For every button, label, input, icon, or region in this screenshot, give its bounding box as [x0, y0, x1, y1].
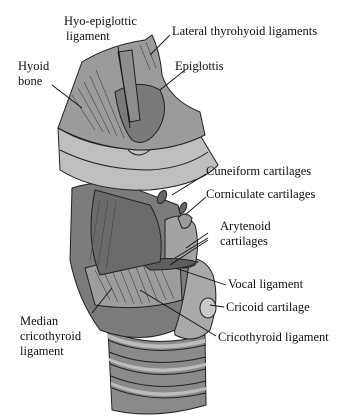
- label-median-line1: Median: [20, 314, 59, 328]
- label-cricothyroid: Cricothyroid ligament: [218, 330, 329, 344]
- label-cricoid: Cricoid cartilage: [226, 300, 310, 314]
- label-vocal-ligament: Vocal ligament: [228, 277, 304, 291]
- label-arytenoid-line2: cartilages: [220, 234, 268, 248]
- label-lateral-thyrohyoid: Lateral thyrohyoid ligaments: [172, 24, 317, 38]
- trachea: [108, 330, 206, 414]
- label-cuneiform: Cuneiform cartilages: [206, 164, 311, 178]
- label-arytenoid-line1: Arytenoid: [220, 219, 271, 233]
- label-median-line3: ligament: [20, 344, 64, 358]
- label-hyo-epiglottic-line2: ligament: [66, 29, 110, 43]
- cricoid-facet: [200, 298, 216, 318]
- label-median-line2: cricothyroid: [20, 329, 82, 343]
- label-hyoid-line1: Hyoid: [18, 59, 50, 73]
- label-hyoid-line2: bone: [18, 74, 43, 88]
- label-epiglottis: Epiglottis: [175, 59, 224, 73]
- label-hyo-epiglottic-line1: Hyo-epiglottic: [64, 14, 137, 28]
- label-corniculate: Corniculate cartilages: [206, 187, 315, 201]
- cuneiform-cartilage-2: [178, 201, 189, 214]
